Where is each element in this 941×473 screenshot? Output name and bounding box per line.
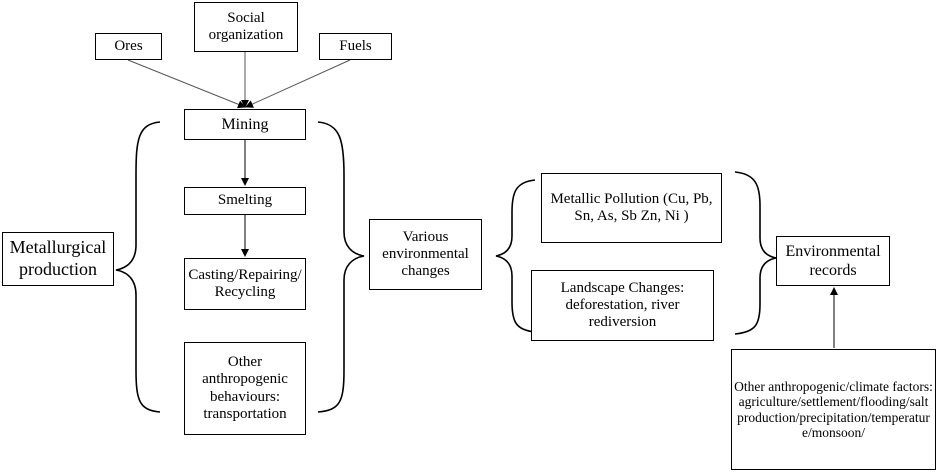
- various-environmental-changes-box: Various environmental changes: [369, 219, 482, 290]
- smelting-box: Smelting: [184, 187, 306, 215]
- metallic-pollution-box: Metallic Pollution (Cu, Pb, Sn, As, Sb Z…: [541, 173, 722, 243]
- other-anthropogenic-climate-factors-box: Other anthropogenic/climate factors: agr…: [731, 349, 936, 470]
- social-organization-box: Social organization: [194, 2, 298, 52]
- mining-box: Mining: [184, 109, 306, 140]
- arrow-ores-to-mining: [127, 59, 246, 109]
- metallurgical-production-box: Metallurgical production: [2, 232, 114, 286]
- arrow-fuels-to-mining: [245, 59, 351, 108]
- left-brace-impacts: [495, 179, 536, 333]
- fuels-box: Fuels: [319, 33, 392, 60]
- right-brace-impacts: [734, 171, 777, 335]
- environmental-records-box: Environmental records: [776, 236, 890, 286]
- other-anthropogenic-behaviours-box: Other anthropogenic behaviours: transpor…: [184, 342, 306, 435]
- right-brace-processes: [317, 121, 365, 413]
- landscape-changes-box: Landscape Changes: deforestation, river …: [531, 270, 714, 341]
- left-brace: [115, 121, 161, 413]
- casting-repairing-recycling-box: Casting/Repairing/Recycling: [184, 258, 306, 310]
- ores-box: Ores: [95, 33, 162, 60]
